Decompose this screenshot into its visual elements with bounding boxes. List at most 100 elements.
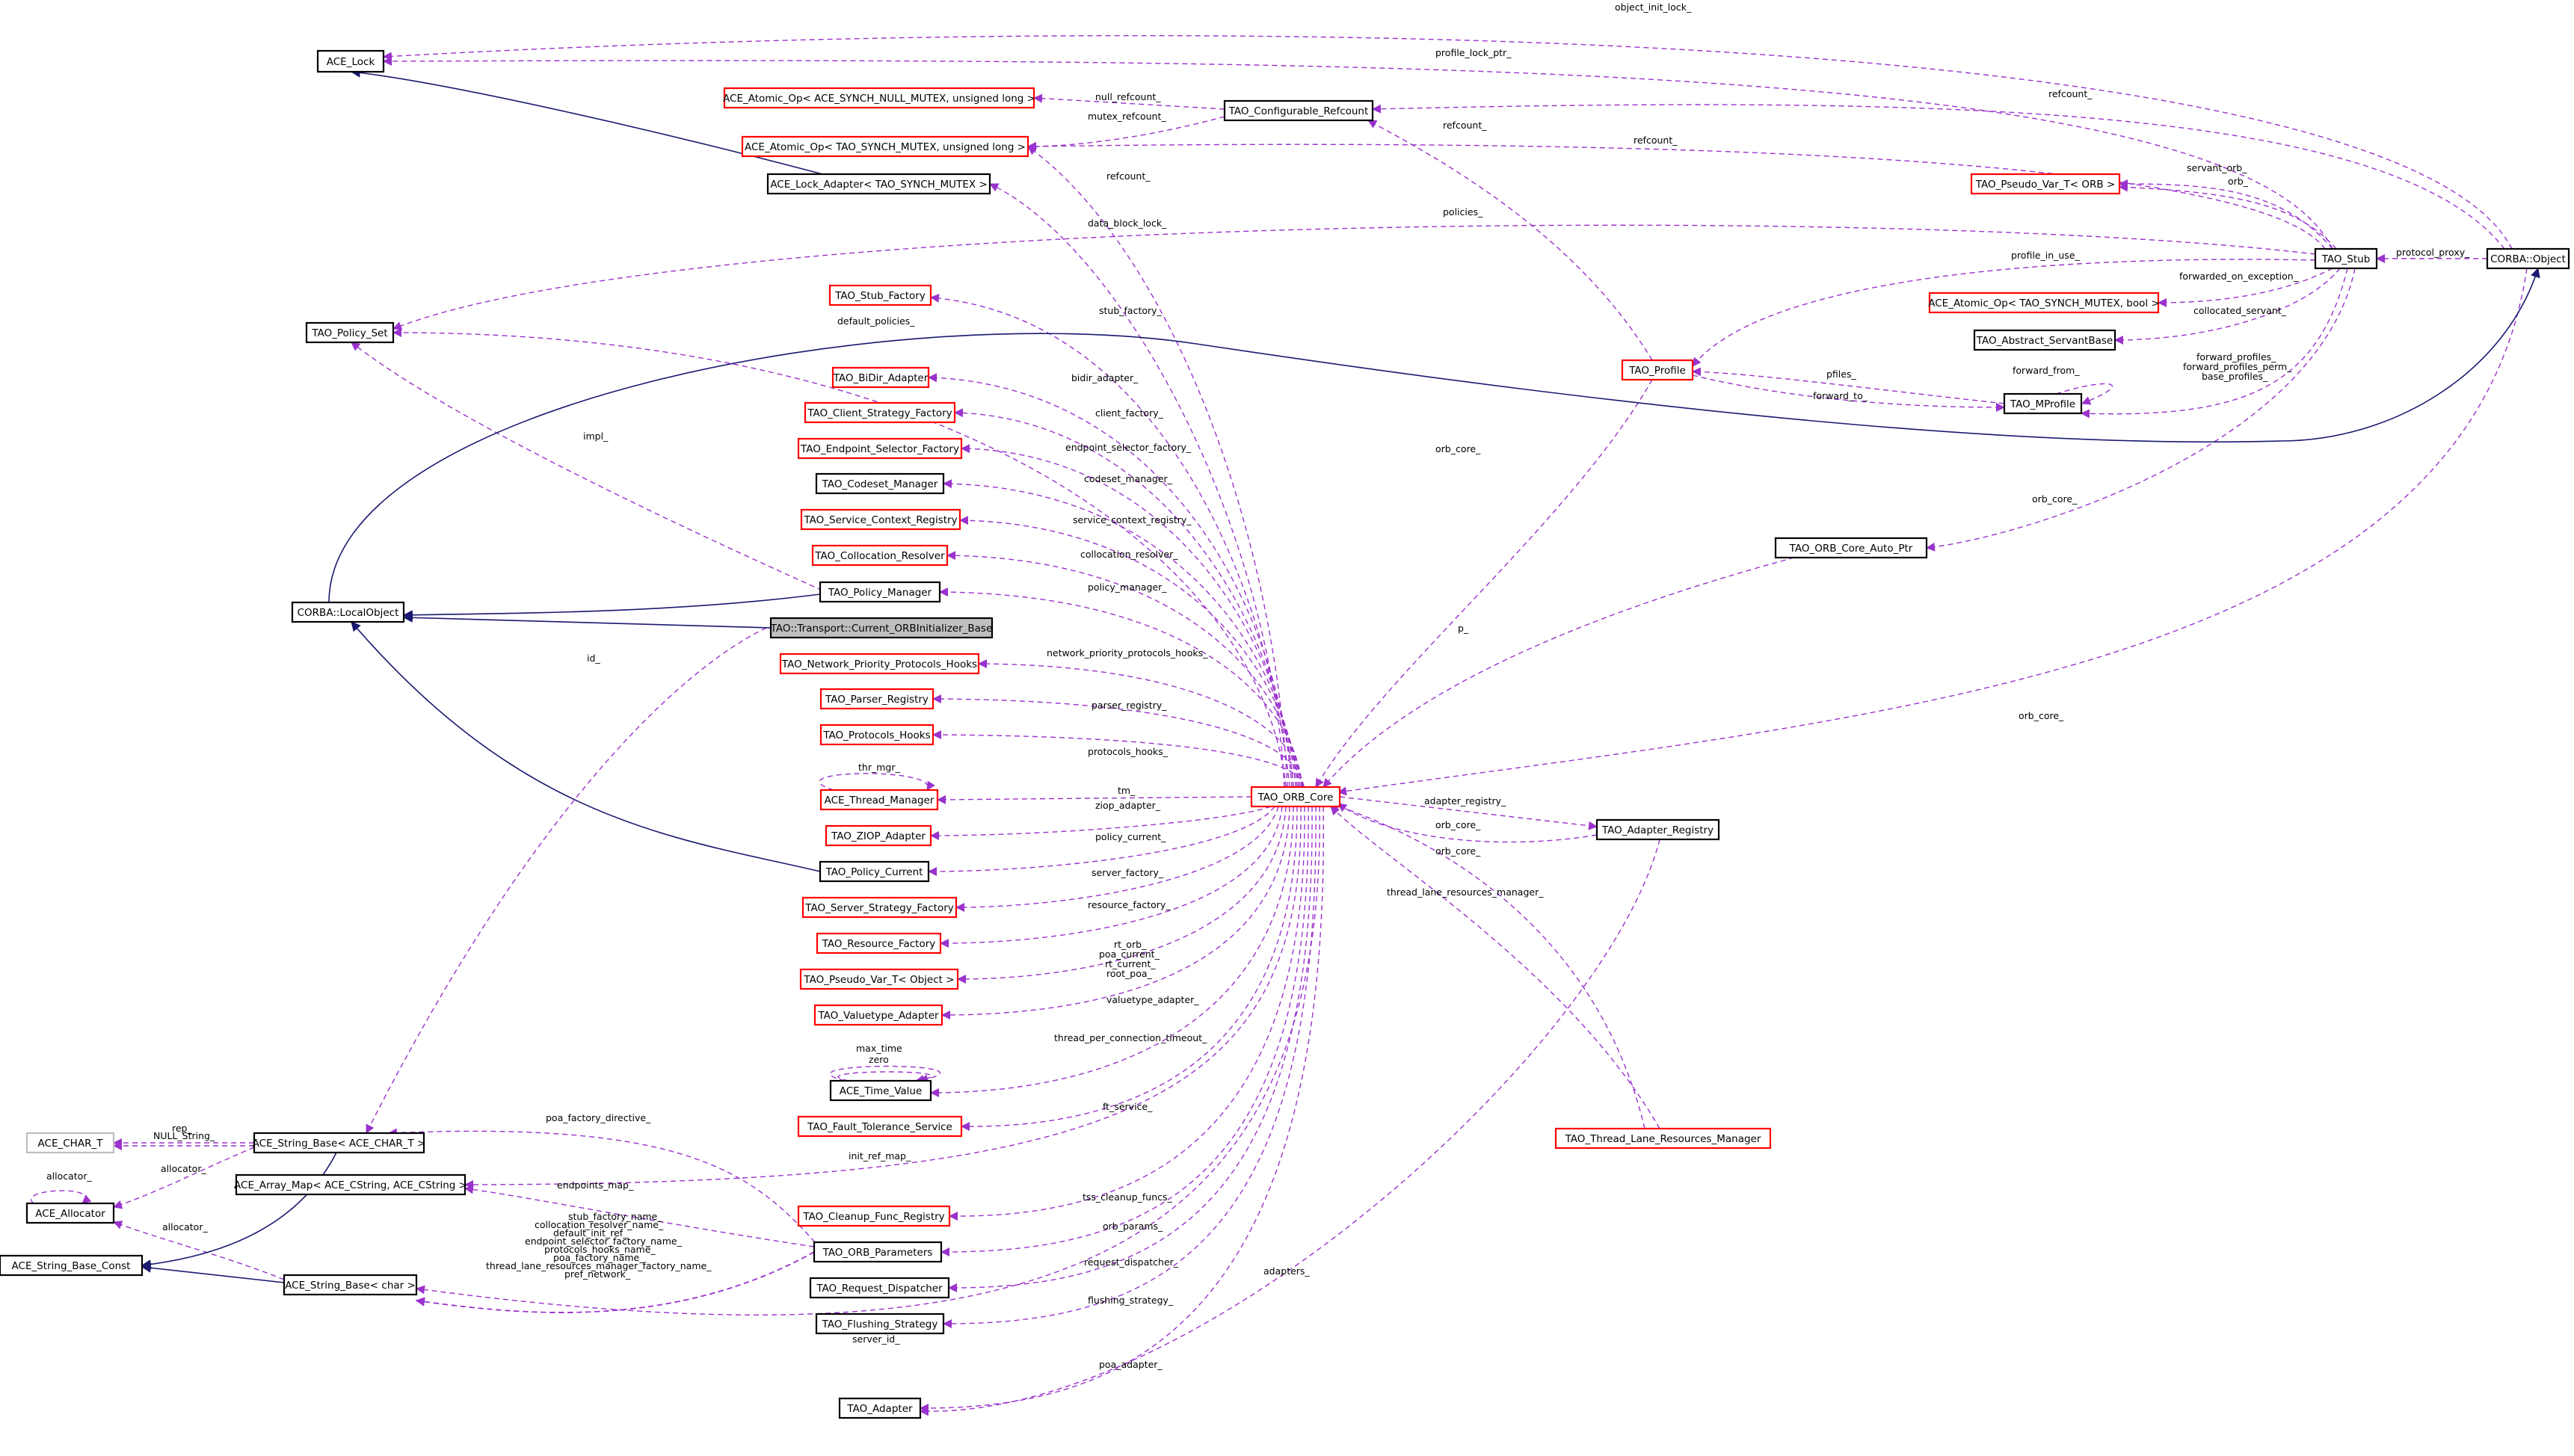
class-node-collocation-resolver[interactable]: TAO_Collocation_Resolver [811,544,949,567]
class-node-string-base-char-t[interactable]: ACE_String_Base< ACE_CHAR_T > [253,1132,426,1154]
edge-path [2114,268,2341,345]
class-node-thread-lane-resources-manager[interactable]: TAO_Thread_Lane_Resources_Manager [1554,1127,1772,1150]
dependency-edge-refcount-profile [1367,120,1653,361]
dependency-edge-codeset-manager [943,479,1298,788]
edge-label-resource-factory: resource_factory_ [1088,899,1171,910]
class-node-pseudo-var-orb[interactable]: TAO_Pseudo_Var_T< ORB > [1970,173,2121,195]
node-label: ACE_String_Base< ACE_CHAR_T > [253,1138,426,1150]
node-box [816,932,942,954]
class-node-cleanup-func-registry[interactable]: TAO_Cleanup_Func_Registry [797,1205,951,1227]
class-node-orb-parameters[interactable]: TAO_ORB_Parameters [813,1241,943,1263]
edge-path [1692,374,2005,412]
dependency-edge-allocator-a [113,1147,255,1209]
class-node-fault-tolerance-service[interactable]: TAO_Fault_Tolerance_Service [797,1115,963,1138]
class-node-atomic-null[interactable]: ACE_Atomic_Op< ACE_SYNCH_NULL_MUTEX, uns… [723,87,1035,109]
edge-path [941,806,1290,1019]
dependency-edge-forward-from [2055,383,2113,405]
class-node-policy-current[interactable]: TAO_Policy_Current [819,860,930,883]
dependency-edge-poa-adapter [920,806,1324,1413]
class-node-stub-factory[interactable]: TAO_Stub_Factory [828,284,932,306]
class-node-atomic-bool[interactable]: ACE_Atomic_Op< TAO_SYNCH_MUTEX, bool > [1928,291,2160,314]
class-node-configurable-refcount[interactable]: TAO_Configurable_Refcount [1223,99,1374,122]
node-box [291,601,405,623]
class-node-array-map[interactable]: ACE_Array_Map< ACE_CString, ACE_CString … [234,1173,467,1196]
class-node-char-t[interactable]: ACE_CHAR_T [25,1132,115,1154]
class-node-endpoint-selector-factory[interactable]: TAO_Endpoint_Selector_Factory [797,437,963,460]
class-node-flushing-strategy[interactable]: TAO_Flushing_Strategy [815,1312,945,1335]
edge-label-servant-orb: servant_orb_ [2187,162,2247,173]
class-node-policy-manager[interactable]: TAO_Policy_Manager [819,581,941,603]
class-node-ace-allocator[interactable]: ACE_Allocator [25,1202,115,1224]
dependency-edge-orb-params [940,806,1309,1257]
edge-path [943,479,1298,788]
edge-label-mutex-refcount: mutex_refcount_ [1088,111,1166,122]
edge-label-collocated-servant: collocated_servant_ [2193,305,2287,316]
edge-label-adapters: adapters_ [1263,1265,1310,1277]
class-node-client-strategy-factory[interactable]: TAO_Client_Strategy_Factory [804,401,956,424]
node-box [1554,1127,1772,1150]
class-node-parser-registry[interactable]: TAO_Parser_Registry [819,688,935,710]
edge-label-id: id_ [587,653,600,664]
edge-label-orb-params: orb_params_ [1103,1221,1163,1232]
dependency-edge-max-time [829,1065,941,1084]
class-node-network-priority-hooks[interactable]: TAO_Network_Priority_Protocols_Hooks [779,653,980,675]
class-node-request-dispatcher[interactable]: TAO_Request_Dispatcher [809,1277,950,1299]
edge-label-policies: policies_ [1443,206,1483,218]
class-node-protocols-hooks[interactable]: TAO_Protocols_Hooks [819,724,935,746]
edge-path [416,806,1320,1315]
edge-path [350,67,823,175]
node-box [809,1277,950,1299]
class-node-orb-initializer-base[interactable]: TAO::Transport::Current_ORBInitializer_B… [770,617,994,639]
edge-path [392,328,1287,788]
class-node-string-base-char[interactable]: ACE_String_Base< char > [283,1274,418,1296]
edge-label-init-ref-map: init_ref_map_ [849,1150,911,1162]
node-label: TAO_MProfile [2010,398,2075,410]
class-node-thread-manager[interactable]: ACE_Thread_Manager [819,789,939,811]
class-node-tao-mprofile[interactable]: TAO_MProfile [2003,392,2083,415]
dependency-edge-orb-core-object [1337,268,2528,796]
edge-label-orb-core-profile: orb_core_ [1435,443,1481,454]
dependency-edge-refcount-obj [1372,104,2505,250]
class-node-bidir-adapter[interactable]: TAO_BiDir_Adapter [831,366,930,389]
class-node-tao-adapter[interactable]: TAO_Adapter [838,1397,922,1419]
dependency-edge-servant-orb [2119,179,2333,250]
edge-path [2119,179,2333,250]
class-node-codeset-manager[interactable]: TAO_Codeset_Manager [815,472,945,495]
class-node-tao-stub[interactable]: TAO_Stub [2314,247,2378,270]
class-node-tao-profile[interactable]: TAO_Profile [1621,359,1694,381]
class-node-orb-core-auto-ptr[interactable]: TAO_ORB_Core_Auto_Ptr [1774,537,1928,559]
class-node-adapter-registry[interactable]: TAO_Adapter_Registry [1595,818,1720,841]
class-node-corba-object[interactable]: CORBA::Object [2486,247,2570,270]
class-node-ziop-adapter[interactable]: TAO_ZIOP_Adapter [825,824,932,847]
node-label: TAO_Policy_Set [311,327,387,339]
class-node-orb-core[interactable]: TAO_ORB_Core [1250,786,1341,808]
class-node-local-object[interactable]: CORBA::LocalObject [291,601,405,623]
edge-label-refcount-obj: refcount_ [2048,88,2093,99]
class-node-atomic-mutex[interactable]: ACE_Atomic_Op< TAO_SYNCH_MUTEX, unsigned… [741,135,1029,158]
edge-label-forward-profiles-perm: forward_profiles_perm_ [2183,361,2292,372]
edge-path [989,183,1285,788]
class-node-abstract-servantbase[interactable]: TAO_Abstract_ServantBase [1973,329,2116,351]
class-node-resource-factory[interactable]: TAO_Resource_Factory [816,932,942,954]
class-node-service-context-registry[interactable]: TAO_Service_Context_Registry [800,508,961,531]
dependency-edge-zero [837,1071,932,1085]
dependency-edge-endpoint-selector-factory [961,444,1296,788]
edge-label-request-dispatcher: request_dispatcher_ [1084,1256,1179,1268]
edge-path [928,806,1275,876]
edge-label-ft-service: ft_service_ [1103,1101,1153,1112]
class-node-ace-lock[interactable]: ACE_Lock [316,49,385,73]
class-node-policy-set[interactable]: TAO_Policy_Set [305,321,395,344]
edge-path [928,373,1293,788]
edge-path [141,1262,285,1283]
class-node-lock-adapter[interactable]: ACE_Lock_Adapter< TAO_SYNCH_MUTEX > [766,173,991,195]
class-node-string-base-const[interactable]: ACE_String_Base_Const [0,1254,144,1277]
class-node-time-value[interactable]: ACE_Time_Value [829,1079,932,1102]
node-label: ACE_Atomic_Op< TAO_SYNCH_MUTEX, bool > [1928,297,2160,309]
edge-label-null-refcount: null_refcount_ [1095,91,1161,102]
node-box [829,1079,932,1102]
class-node-pseudo-var-object[interactable]: TAO_Pseudo_Var_T< Object > [799,968,959,990]
node-label: TAO_Policy_Current [825,866,923,878]
class-node-valuetype-adapter[interactable]: TAO_Valuetype_Adapter [813,1004,943,1026]
class-node-server-strategy-factory[interactable]: TAO_Server_Strategy_Factory [801,896,958,919]
